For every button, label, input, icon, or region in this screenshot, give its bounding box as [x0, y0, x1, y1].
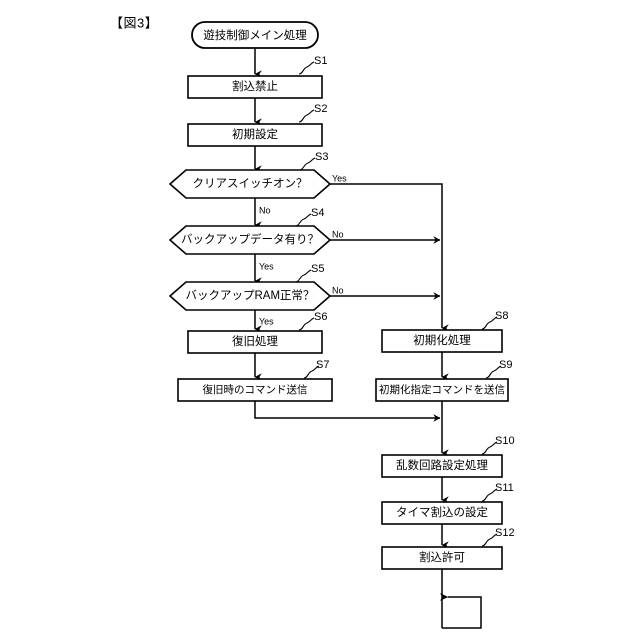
- node-start[interactable]: 遊技制御メイン処理: [191, 21, 319, 49]
- s11-process-shape: [381, 501, 503, 525]
- node-s2[interactable]: 初期設定: [187, 123, 323, 147]
- s6-process-shape: [187, 330, 323, 354]
- step-callout-s12: S12: [481, 527, 515, 547]
- s8-label: 初期化処理: [413, 333, 471, 347]
- s8-leader-line: [481, 316, 498, 330]
- step-callout-s7: S7: [303, 359, 329, 379]
- s3-label: クリアスイッチオン？: [193, 177, 308, 190]
- s11-label: タイマ割込の設定: [396, 505, 488, 519]
- s2-process-shape: [187, 123, 323, 147]
- s4-step-label: S4: [311, 207, 324, 219]
- s5-yes-branch-label: Yes: [259, 316, 274, 326]
- s9-step-label: S9: [499, 359, 512, 371]
- node-s4[interactable]: バックアップデータ有り？: [168, 225, 332, 255]
- step-callout-s3: S3: [299, 151, 328, 171]
- node-s12[interactable]: 割込許可: [381, 546, 503, 570]
- s7-label: 復旧時のコマンド送信: [203, 383, 308, 396]
- s12-leader-line: [481, 533, 498, 547]
- s1-leader-line: [298, 61, 315, 75]
- s5-decision-shape: [168, 281, 332, 311]
- s6-leader-line: [298, 317, 315, 331]
- step-callout-s6: S6: [298, 311, 327, 331]
- s2-label: 初期設定: [232, 127, 278, 141]
- step-callout-s4: S4: [295, 207, 324, 227]
- node-s10[interactable]: 乱数回路設定処理: [381, 454, 503, 478]
- s1-process-shape: [187, 75, 323, 99]
- start-terminal-shape: [191, 21, 319, 49]
- s1-label: 割込禁止: [232, 79, 278, 93]
- s4-yes-branch-label: Yes: [259, 261, 274, 271]
- s9-label: 初期化指定コマンドを送信: [379, 383, 505, 396]
- s7-leader-line: [303, 365, 320, 379]
- s6-step-label: S6: [314, 311, 327, 323]
- s5-label: バックアップRAM正常？: [185, 289, 314, 302]
- step-callout-s11: S11: [481, 482, 514, 502]
- s4-label: バックアップデータ有り？: [181, 232, 319, 246]
- s6-label: 復旧処理: [232, 334, 278, 348]
- node-s6[interactable]: 復旧処理: [187, 330, 323, 354]
- step-callout-s2: S2: [298, 103, 327, 123]
- s3-step-label: S3: [315, 151, 328, 163]
- node-s5[interactable]: バックアップRAM正常？: [168, 281, 332, 311]
- step-callout-s5: S5: [295, 263, 324, 283]
- s11-leader-line: [481, 488, 498, 502]
- step-callout-s8: S8: [481, 310, 508, 330]
- s7-process-shape: [177, 378, 333, 402]
- s12-label: 割込許可: [419, 550, 465, 564]
- s10-process-shape: [381, 454, 503, 478]
- s3-decision-shape: [168, 169, 332, 199]
- s2-leader-line: [298, 109, 315, 123]
- connector-layer: [254, 48, 482, 629]
- s1-step-label: S1: [314, 55, 327, 67]
- step-callout-s9: S9: [485, 359, 512, 379]
- s7-step-label: S7: [316, 359, 329, 371]
- s3-leader-line: [299, 157, 316, 171]
- s12-process-shape: [381, 546, 503, 570]
- s10-step-label: S10: [495, 435, 515, 447]
- s4-decision-shape: [168, 225, 332, 255]
- s5-step-label: S5: [311, 263, 324, 275]
- step-callout-s1: S1: [298, 55, 327, 75]
- s10-label: 乱数回路設定処理: [396, 458, 488, 472]
- node-s1[interactable]: 割込禁止: [187, 75, 323, 99]
- s8-step-label: S8: [495, 310, 508, 322]
- s9-leader-line: [485, 365, 502, 379]
- node-s11[interactable]: タイマ割込の設定: [381, 501, 503, 525]
- loop-return-path: [439, 593, 482, 629]
- edge-s3-yes-to-s8: [330, 183, 449, 333]
- s4-no-branch-label: No: [332, 229, 344, 239]
- start-label: 遊技制御メイン処理: [203, 28, 307, 42]
- node-s9[interactable]: 初期化指定コマンドを送信: [375, 378, 509, 402]
- s11-step-label: S11: [495, 482, 514, 494]
- s3-no-branch-label: No: [259, 205, 271, 215]
- s10-leader-line: [481, 441, 498, 455]
- s5-leader-line: [295, 269, 312, 283]
- node-s7[interactable]: 復旧時のコマンド送信: [177, 378, 333, 402]
- step-callout-s10: S10: [481, 435, 515, 455]
- s5-no-branch-label: No: [332, 285, 344, 295]
- figure-label: 【図3】: [110, 15, 158, 30]
- edge-s7-to-trunk: [254, 401, 441, 422]
- node-s3[interactable]: クリアスイッチオン？: [168, 169, 332, 199]
- s4-leader-line: [295, 213, 312, 227]
- s8-process-shape: [381, 329, 503, 353]
- s3-yes-branch-label: Yes: [332, 173, 347, 183]
- s9-process-shape: [375, 378, 509, 402]
- node-s8[interactable]: 初期化処理: [381, 329, 503, 353]
- s2-step-label: S2: [314, 103, 327, 115]
- s12-step-label: S12: [495, 527, 515, 539]
